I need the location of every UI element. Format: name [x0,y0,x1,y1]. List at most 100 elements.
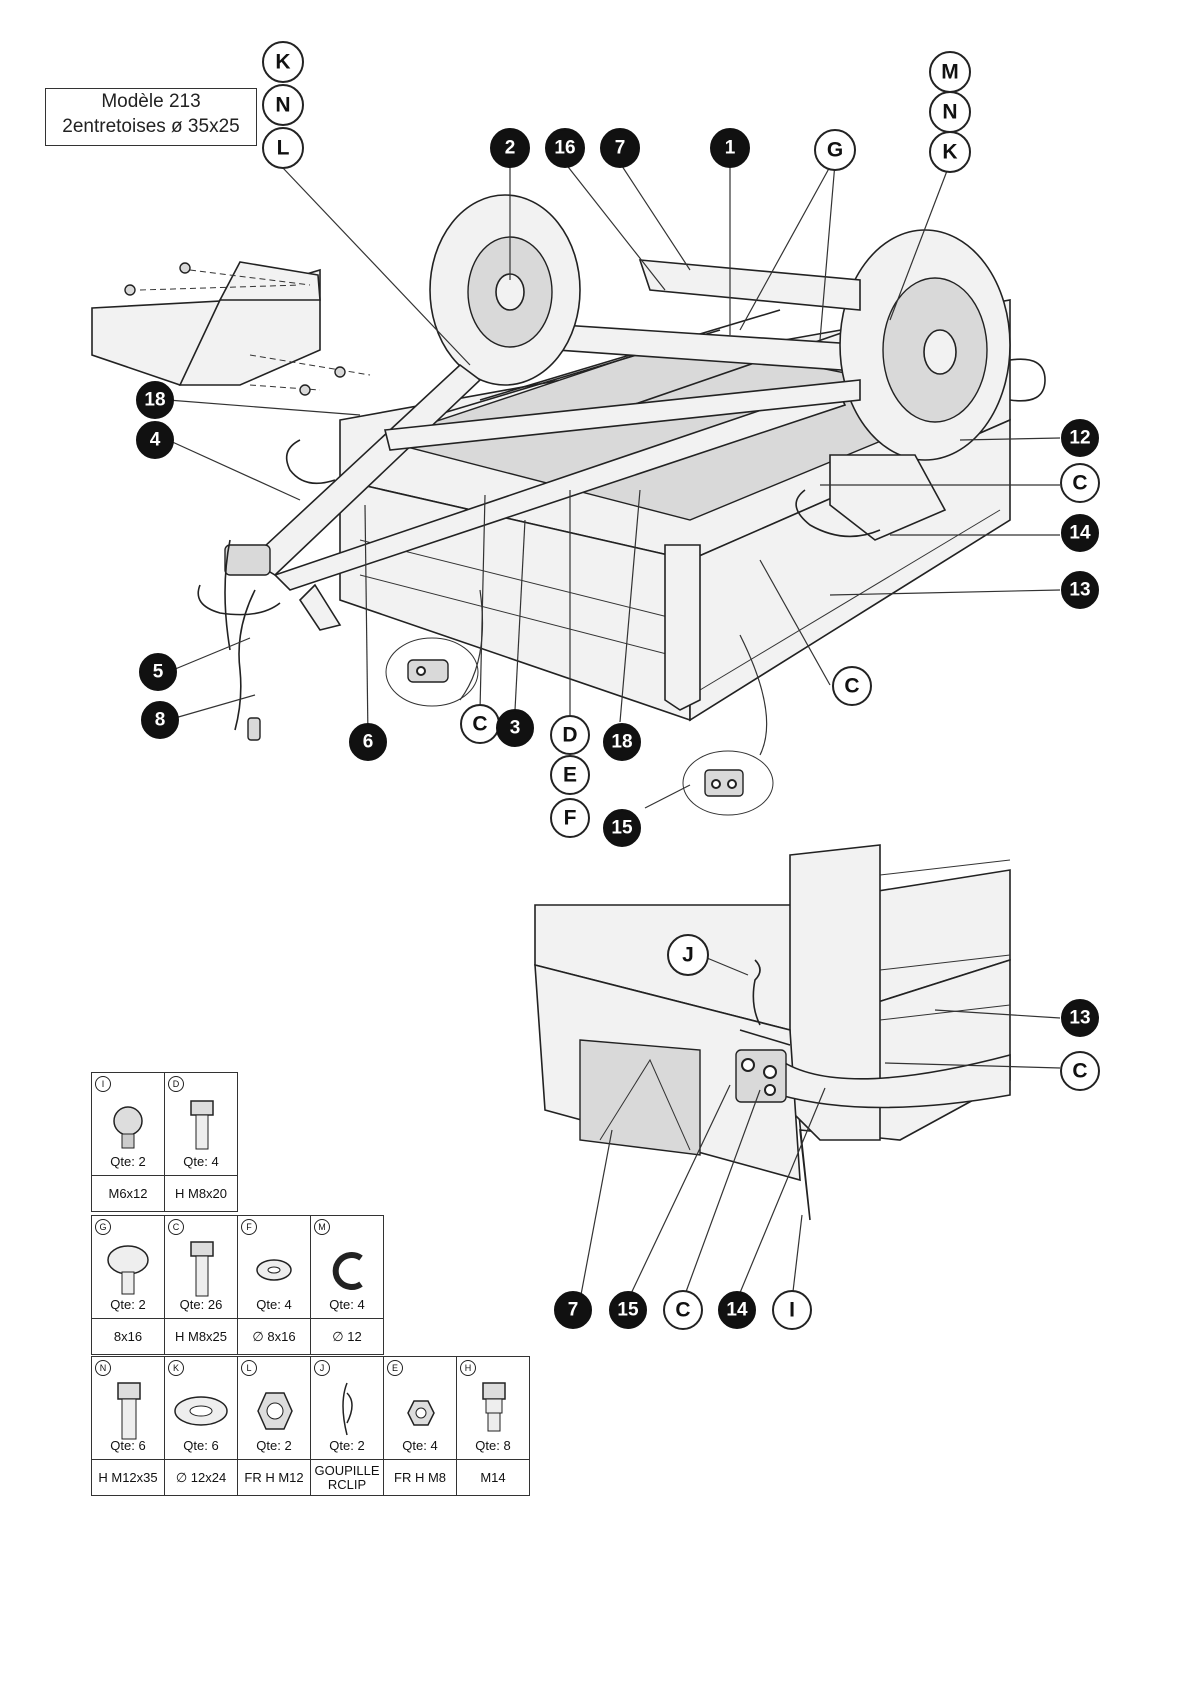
hardware-cell: N Qte: 6 [91,1356,165,1460]
callout-I [772,1290,812,1330]
callout-1 [710,128,750,168]
hardware-spec: H M12x35 [91,1459,165,1496]
hardware-spec: M14 [456,1459,530,1496]
hardware-qty: Qte: 2 [110,1297,146,1312]
hardware-part-icon [190,1241,214,1297]
hardware-letter: D [168,1076,184,1092]
hardware-cell: G Qte: 2 [91,1215,165,1319]
leader-lines-detail [579,957,1061,1301]
hardware-letter: C [168,1219,184,1235]
callout-text: C [472,713,487,736]
hardware-letter: N [95,1360,111,1376]
callout-text: 3 [510,718,521,739]
hardware-letter: E [387,1360,403,1376]
hardware-part-icon [256,1259,292,1281]
callout-text: 5 [153,662,164,683]
hardware-spec: M6x12 [91,1175,165,1212]
callout-J [667,934,709,976]
hardware-letter: I [95,1076,111,1092]
callout-18-bottom [603,723,641,761]
callout-13-detail [1061,999,1099,1037]
callout-text: C [675,1299,690,1322]
callout-text: 1 [725,138,736,159]
hardware-part-icon [113,1106,143,1149]
callout-L-top [262,127,304,169]
callout-text: C [1072,1060,1087,1083]
callout-text: 12 [1069,428,1090,449]
hardware-qty: Qte: 2 [329,1438,365,1453]
callout-text: N [275,94,290,117]
coupling-head [197,584,281,616]
hardware-letter: G [95,1219,111,1235]
model-line: Modèle 213 [101,91,201,112]
hardware-qty: Qte: 8 [475,1438,511,1453]
left-fender [638,259,861,311]
hardware-spec: FR H M8 [383,1459,457,1496]
callout-3 [496,709,534,747]
callout-text: 14 [726,1300,748,1321]
hardware-letter: M [314,1219,330,1235]
hardware-cell: E Qte: 4 [383,1356,457,1460]
hardware-qty: Qte: 4 [329,1297,365,1312]
callout-text: 18 [144,390,165,411]
hardware-qty: Qte: 2 [256,1438,292,1453]
callout-2 [490,128,530,168]
detail-light-box [579,1039,701,1156]
hardware-spec: 8x16 [91,1318,165,1355]
callout-7 [600,128,640,168]
spacer-line: 2entretoises ø 35x25 [62,116,240,137]
callout-C-right1 [1060,463,1100,503]
callout-text: J [682,944,694,967]
hardware-spec: ∅ 8x16 [237,1318,311,1355]
callout-text: 6 [363,732,374,753]
callout-text: 16 [554,138,575,159]
callout-text: C [844,675,859,698]
callout-13 [1061,571,1099,609]
callout-18-left [136,381,174,419]
callout-text: 13 [1069,1008,1090,1029]
callout-E [550,755,590,795]
callout-text: E [563,764,577,787]
callout-text: K [942,141,957,164]
detail-hinge-plate [682,750,774,816]
hardware-part-icon [257,1392,293,1430]
hardware-cell: C Qte: 26 [164,1215,238,1319]
callout-text: 18 [611,732,632,753]
callout-12 [1061,419,1099,457]
hardware-part-icon [117,1382,141,1440]
callout-text: F [564,807,577,830]
drawbar-right [273,384,847,591]
callout-text: 7 [615,138,626,159]
callout-G [814,129,856,171]
hardware-qty: Qte: 4 [402,1438,438,1453]
callout-text: C [1072,472,1087,495]
detail-view [534,844,1011,1221]
callout-text: 7 [568,1300,579,1321]
callout-D [550,715,590,755]
callout-C-detail [1060,1051,1100,1091]
callout-text: 14 [1069,523,1091,544]
drawbar-crossbeam [384,379,861,451]
callout-K-top [262,41,304,83]
callout-F [550,798,590,838]
callout-text: M [941,61,959,84]
detail-hinge-plate-view [735,1049,787,1103]
hardware-letter: K [168,1360,184,1376]
hardware-spec: H M8x20 [164,1175,238,1212]
exploded-side-bracket [91,261,371,396]
callout-text: G [827,139,843,162]
hardware-qty: Qte: 6 [110,1438,146,1453]
callout-16 [545,128,585,168]
callout-K-right [929,131,971,173]
hardware-qty: Qte: 26 [179,1297,223,1312]
callout-text: 15 [617,1300,639,1321]
callout-text: 2 [505,138,516,159]
hardware-part-icon [332,1252,363,1290]
callouts-main: K N L M N K 2 16 7 1 G 18 4 5 8 6 C 3 [136,41,1100,847]
callout-N-top [262,84,304,126]
